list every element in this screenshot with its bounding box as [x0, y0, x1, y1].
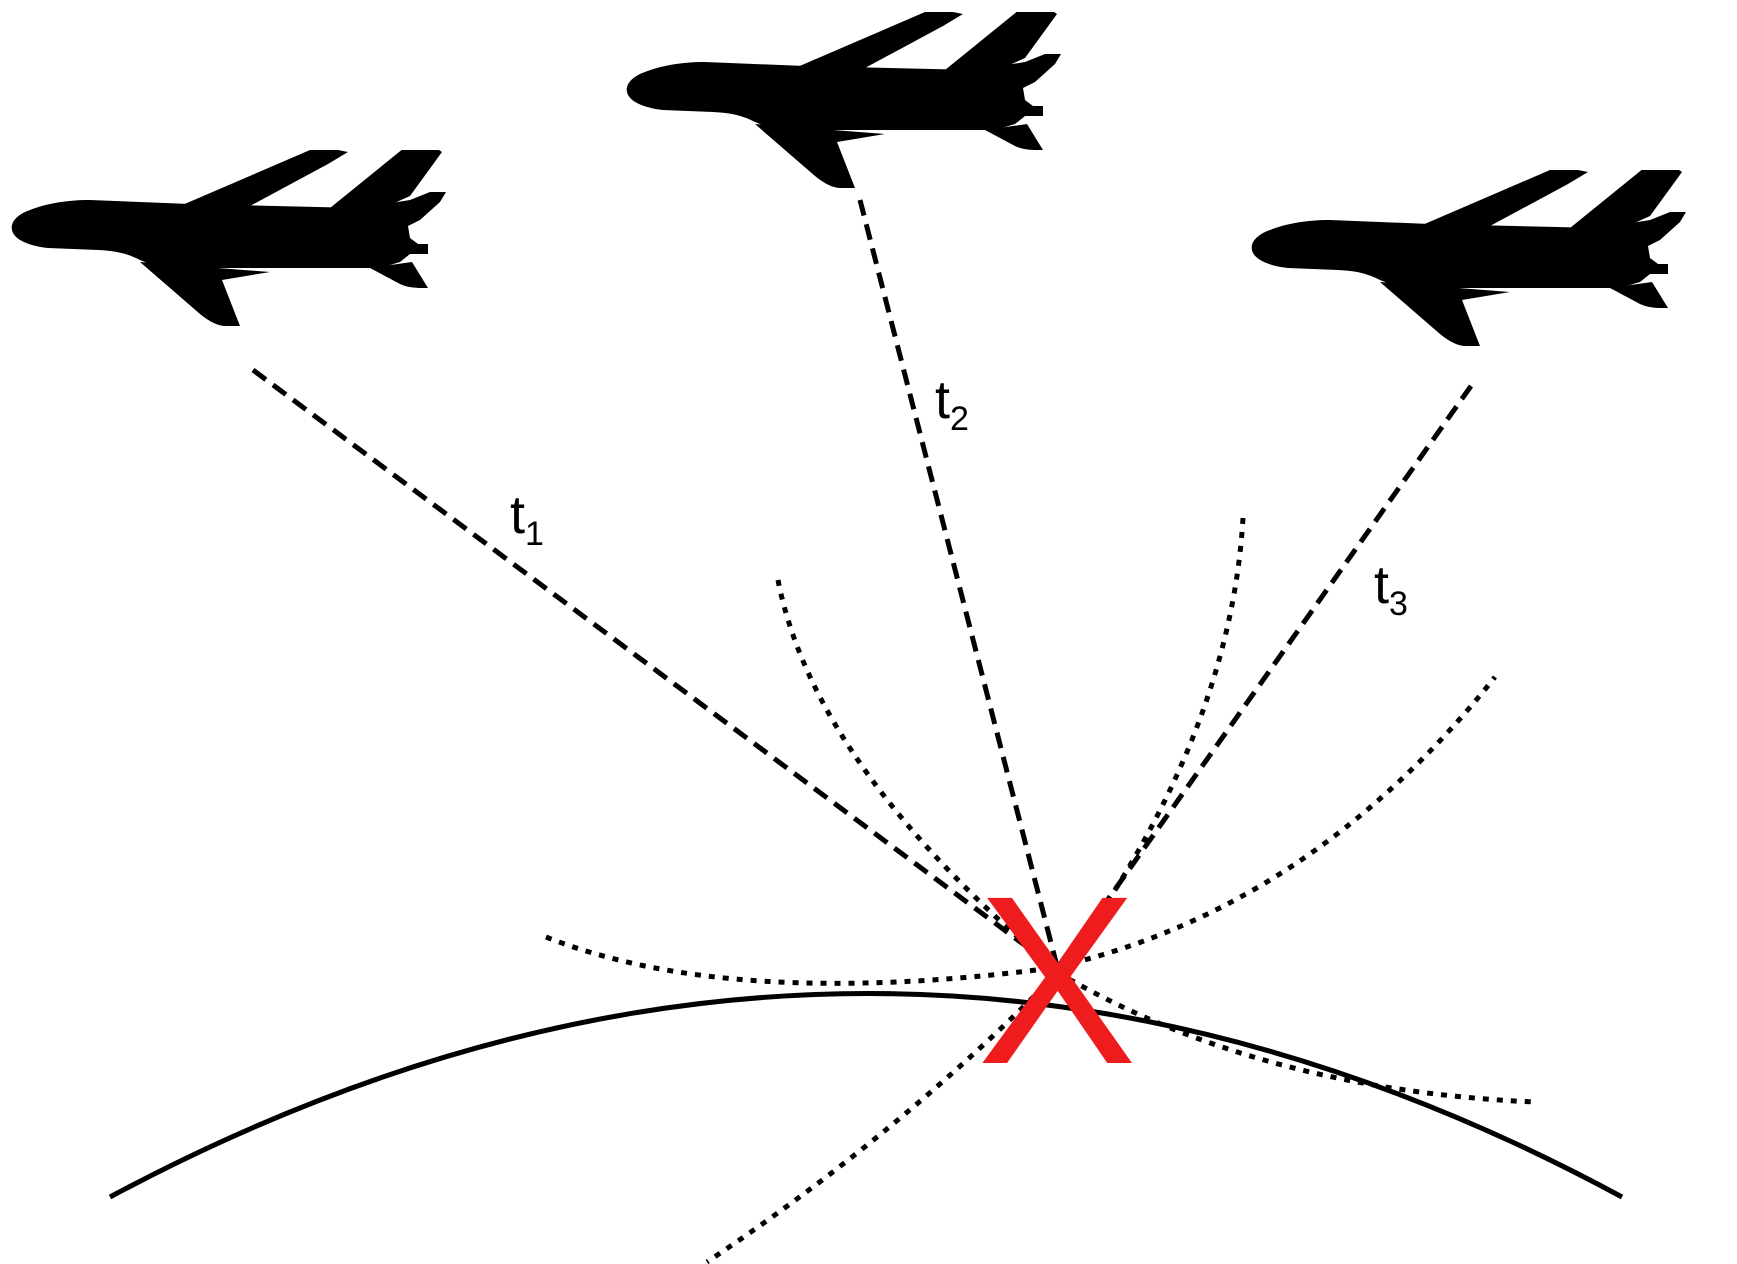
earth-surface-arc: [108, 991, 1624, 1200]
label-t3: t3: [1374, 555, 1408, 623]
dotted-curve-right: [705, 517, 1246, 1264]
airplane-silhouette-icon: [11, 150, 446, 326]
range-line-t3: [1055, 384, 1474, 972]
airplane-silhouette-icon: [1251, 170, 1686, 346]
label-t1: t1: [510, 485, 544, 553]
position-fix-x-mark: X: [977, 846, 1137, 1114]
range-line-t2: [857, 199, 1061, 971]
dotted-curve-left: [775, 579, 1536, 1105]
range-line-t1: [251, 367, 1060, 973]
airplane-silhouette-icon: [626, 12, 1061, 188]
label-t2: t2: [935, 370, 969, 438]
